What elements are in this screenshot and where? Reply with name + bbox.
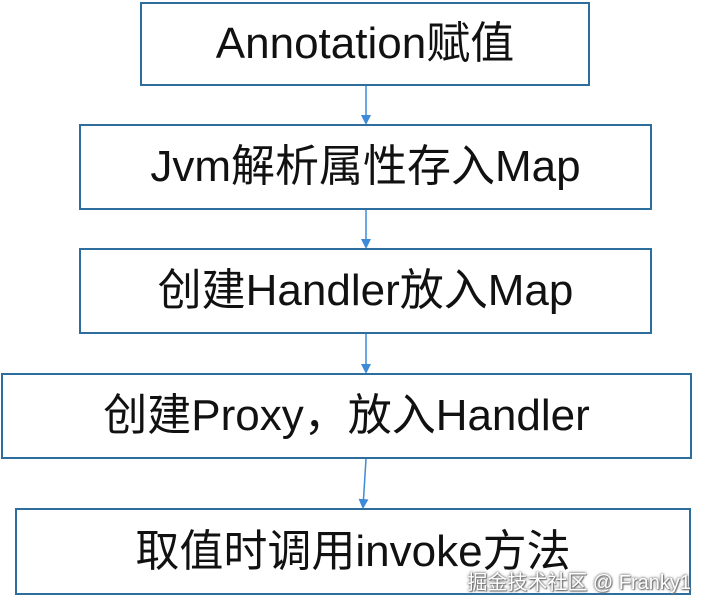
step-create-handler: 创建Handler放入Map xyxy=(79,248,652,334)
step-3-label: 创建Handler放入Map xyxy=(157,266,574,315)
step-2-label: Jvm解析属性存入Map xyxy=(150,142,581,191)
step-create-proxy: 创建Proxy，放入Handler xyxy=(1,373,692,459)
step-4-label: 创建Proxy，放入Handler xyxy=(103,391,590,440)
step-annotation-assign: Annotation赋值 xyxy=(140,2,590,86)
step-jvm-parse: Jvm解析属性存入Map xyxy=(79,124,652,210)
step-5-label: 取值时调用invoke方法 xyxy=(135,526,571,576)
step-invoke-method: 取值时调用invoke方法 xyxy=(15,508,691,595)
watermark-text: 掘金技术社区 @ Franky1 xyxy=(467,572,691,594)
step-1-label: Annotation赋值 xyxy=(215,19,515,68)
arrow-4-5 xyxy=(358,458,369,509)
